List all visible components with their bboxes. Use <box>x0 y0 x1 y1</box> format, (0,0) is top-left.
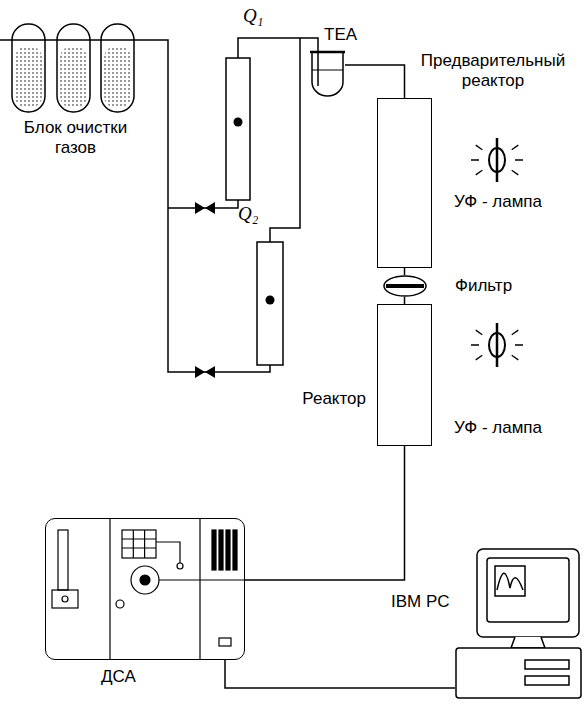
filter-symbol: Фильтр <box>383 275 427 297</box>
computer: IBM PC <box>455 548 582 700</box>
vessel-wall <box>312 52 343 96</box>
lamp-axis <box>496 138 499 182</box>
valve-symbol <box>195 366 215 378</box>
filter-label: Фильтр <box>455 276 512 296</box>
cylinder <box>57 24 90 112</box>
valve <box>195 366 215 378</box>
panel-divider <box>199 519 200 659</box>
instrument-label: ДСА <box>101 667 136 687</box>
disk-drive <box>525 660 569 669</box>
injector-valve <box>131 566 159 594</box>
monitor <box>477 549 579 637</box>
panel-divider <box>109 519 110 659</box>
pc-outline <box>455 548 582 700</box>
pipe-connector <box>245 446 405 580</box>
reactor-label: Реактор <box>286 389 366 409</box>
screen-window <box>495 566 525 596</box>
lamp-rays <box>471 145 523 175</box>
vessel-stopper <box>310 51 345 54</box>
vent-bar <box>226 530 230 570</box>
uv-lamp-symbol <box>471 323 523 367</box>
vessel-label: TEA <box>324 25 357 45</box>
output-port <box>219 638 231 646</box>
detector-port <box>62 596 68 602</box>
cylinder-filling <box>15 46 42 108</box>
internal-wire <box>156 542 180 563</box>
lamp-axis <box>496 323 499 367</box>
bubbler-outline <box>310 52 345 98</box>
vent-bar <box>212 530 216 570</box>
small-port <box>116 600 124 608</box>
valve-symbol <box>195 202 215 214</box>
rotameter <box>226 58 250 200</box>
reactor-label: Предварительный реактор <box>413 51 573 91</box>
system-unit <box>456 648 581 698</box>
display-grid-lines <box>122 530 156 558</box>
vent-bar <box>233 530 237 570</box>
reactor-tube: Реактор <box>377 304 432 446</box>
cylinder-filling <box>104 46 131 108</box>
gas-pipe <box>0 38 318 372</box>
lamp-label: УФ - лампа <box>454 418 542 438</box>
display-grid <box>122 530 156 558</box>
detector-box <box>52 590 78 608</box>
cylinder <box>101 24 134 112</box>
small-port <box>177 563 183 569</box>
monitor-stand <box>511 637 545 648</box>
pipe-connector <box>404 297 406 304</box>
valve <box>195 202 215 214</box>
disk-drive <box>525 676 569 685</box>
filter-housing <box>384 276 426 296</box>
gas-cylinders <box>12 24 134 112</box>
filter-membrane <box>386 284 424 288</box>
uv-lamp-symbol <box>471 138 523 182</box>
sample-line <box>159 579 244 580</box>
flow-symbol: Q₁ <box>243 6 263 26</box>
computer-label: IBM PC <box>391 592 450 612</box>
prereactor-tube: Предварительный реактор <box>377 98 432 268</box>
pipe-connector <box>225 660 455 688</box>
flow-symbol: Q₂ <box>238 204 258 224</box>
screen <box>487 558 569 622</box>
column-tube <box>58 530 68 590</box>
cylinder-filling <box>60 46 87 108</box>
analyzer-instrument: ДСА <box>45 518 245 660</box>
chromatogram-trace <box>497 573 523 590</box>
injector-core <box>140 575 150 585</box>
pipe-connector <box>345 65 405 98</box>
liquid-level <box>312 70 343 71</box>
pipe-connector <box>404 268 406 275</box>
unit-label: Блок очистки газов <box>8 118 143 158</box>
rotameter-float <box>234 118 243 127</box>
bubbler-vessel: TEA <box>310 52 345 98</box>
vent-bar <box>219 530 223 570</box>
computer-drawing <box>456 549 581 698</box>
analyzer-internals <box>52 519 244 659</box>
lamp-label: УФ - лампа <box>454 192 542 212</box>
lamp-rays <box>471 330 523 360</box>
cylinder <box>12 24 45 112</box>
filter-outline <box>383 275 427 297</box>
rotameter-float <box>266 296 275 305</box>
rotameter <box>257 242 283 365</box>
